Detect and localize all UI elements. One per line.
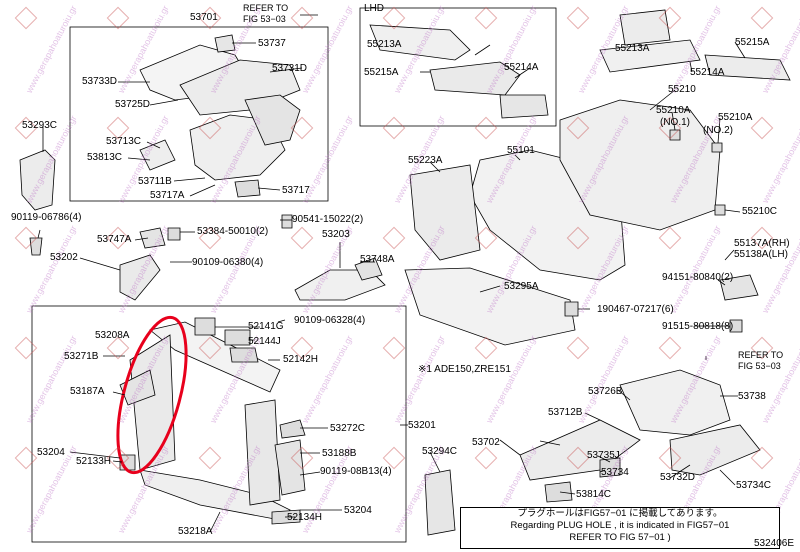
diagram-code: 532406E <box>753 538 794 549</box>
part-label: (NO.1) <box>660 117 690 128</box>
part-label: 53725D <box>115 99 151 110</box>
part-label: 53271B <box>64 351 99 362</box>
refer-top-line1: REFER TO <box>243 3 289 13</box>
part-label: 53272C <box>330 423 366 434</box>
part-label: 55137A(RH) <box>734 238 790 249</box>
part-label: 53187A <box>70 386 105 397</box>
box-lhd <box>359 7 557 127</box>
part-label: 53188B <box>322 448 357 459</box>
part-label: 91515-80818(8) <box>662 321 734 332</box>
part-label: 55210C <box>742 206 778 217</box>
part-label: 53218A <box>178 526 213 537</box>
part-label: 53713C <box>106 136 142 147</box>
part-label: 55101 <box>507 145 535 156</box>
part-label: 53732D <box>660 472 696 483</box>
part-label: 53747A <box>97 234 132 245</box>
part-label: 55215A <box>364 67 399 78</box>
part-label: 53201 <box>408 420 436 431</box>
part-label: 53203 <box>322 229 350 240</box>
part-label: 53737 <box>258 38 286 49</box>
note-line-jp: プラグホールはFIG57−01 に掲載してあります。 <box>517 508 723 519</box>
part-label: 94151-80840(2) <box>662 272 734 283</box>
part-label: 53384-50010(2) <box>197 226 269 237</box>
part-label: 52144J <box>248 336 281 347</box>
part-label: 53717A <box>150 190 185 201</box>
refer-right-line2: FIG 53−03 <box>738 361 781 371</box>
lhd-label: LHD <box>364 3 385 14</box>
part-label: 53712B <box>548 407 583 418</box>
part-label: 53293C <box>22 120 58 131</box>
part-label: 53702 <box>472 437 500 448</box>
part-label: 55210A <box>718 112 753 123</box>
part-label: 90541-15022(2) <box>292 214 364 225</box>
part-label: 90119-06786(4) <box>11 212 82 223</box>
part-label: 53701 <box>190 12 218 23</box>
refer-right-line1: REFER TO <box>738 350 784 360</box>
part-label: 53748A <box>360 254 395 265</box>
part-label: 55138A(LH) <box>734 249 788 260</box>
part-label: (NO.2) <box>703 125 733 136</box>
part-label: 55210A <box>656 105 691 116</box>
part-label: 55223A <box>408 155 443 166</box>
refer-top-line2: FIG 53−03 <box>243 14 286 24</box>
part-label: 53294C <box>422 446 458 457</box>
footnote-star: ※1 ADE150,ZRE151 <box>418 364 511 375</box>
part-label: 53208A <box>95 330 130 341</box>
highlight-ellipse <box>116 315 188 475</box>
part-label: 55214A <box>690 67 725 78</box>
part-label: 52133H <box>76 456 112 467</box>
part-label: 53726B <box>588 386 623 397</box>
part-label: 53204 <box>344 505 372 516</box>
part-label: 53814C <box>576 489 612 500</box>
part-label: 53204 <box>37 447 65 458</box>
note-line-ref: REFER TO FIG 57−01 ) <box>569 532 671 543</box>
part-label: 53738 <box>738 391 766 402</box>
part-label: 53734 <box>601 467 629 478</box>
part-label: 53733D <box>82 76 118 87</box>
box-53201 <box>31 305 407 543</box>
plug-hole-note: プラグホールはFIG57−01 に掲載してあります。 Regarding PLU… <box>460 507 780 549</box>
box-53701 <box>69 26 329 202</box>
part-label: 55210 <box>668 84 696 95</box>
part-label: 90119-08B13(4) <box>320 466 392 477</box>
part-label: 52142H <box>283 354 319 365</box>
note-line-en: Regarding PLUG HOLE , it is indicated in… <box>510 520 730 531</box>
part-label: 53202 <box>50 252 78 263</box>
part-label: 52134H <box>287 512 323 523</box>
part-label: 53734C <box>736 480 772 491</box>
part-label: 53731D <box>272 63 308 74</box>
part-label: 55213A <box>367 39 402 50</box>
part-label: 90109-06380(4) <box>192 257 264 268</box>
part-label: 53711B <box>138 176 172 187</box>
part-label: 55213A <box>615 43 650 54</box>
part-label: 53813C <box>87 152 123 163</box>
part-label: 55214A <box>504 62 539 73</box>
part-label: 52141G <box>248 321 284 332</box>
part-label: 53717 <box>282 185 310 196</box>
part-label: 53735J <box>587 450 620 461</box>
part-label: 90109-06328(4) <box>294 315 366 326</box>
part-label: 53295A <box>504 281 539 292</box>
part-label: 190467-07217(6) <box>597 304 674 315</box>
part-label: 55215A <box>735 37 770 48</box>
